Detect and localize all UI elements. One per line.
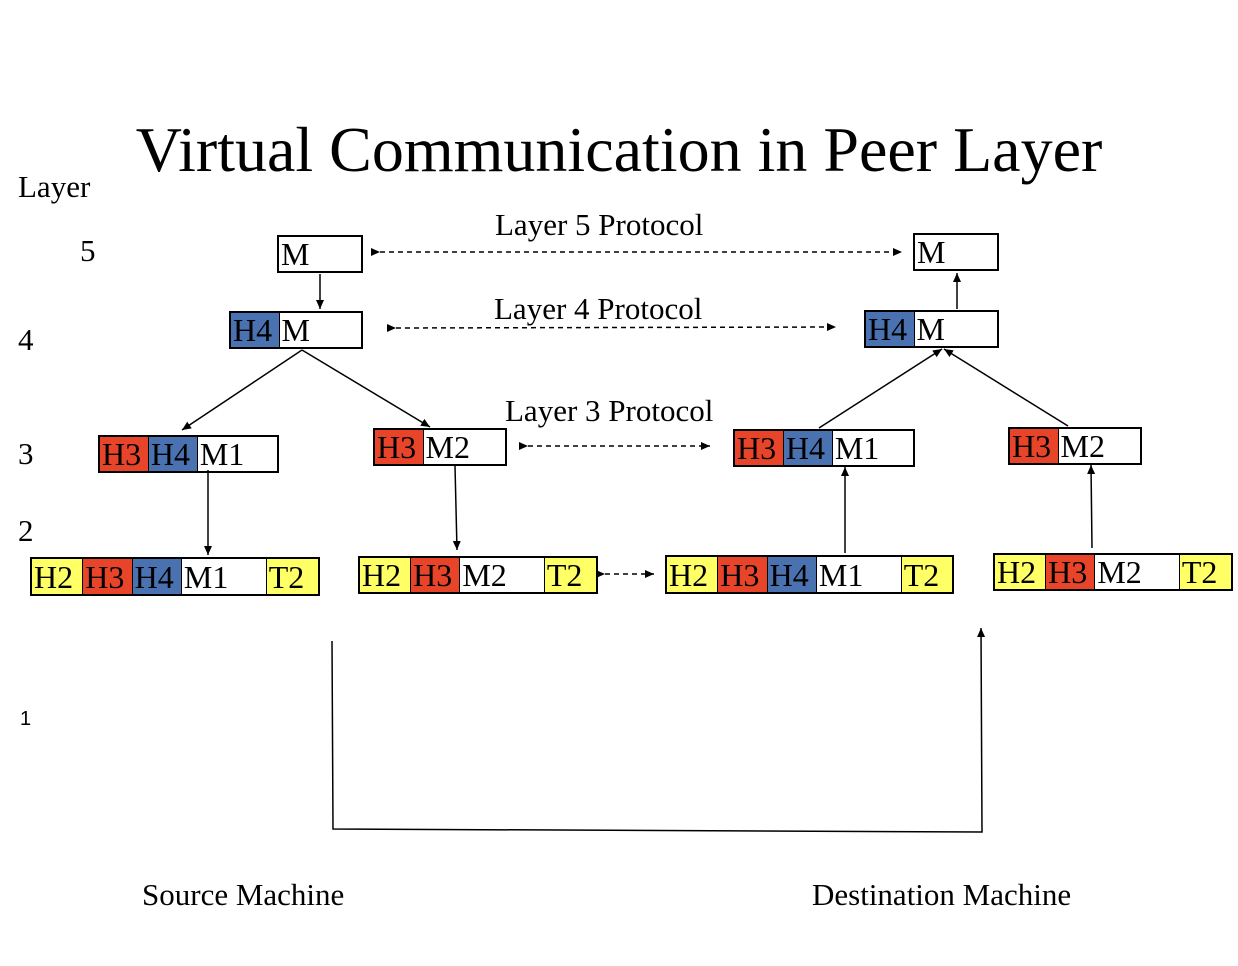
packet-segment-h2: H2 (32, 559, 84, 594)
packet-segment-h4: H4 (767, 557, 817, 592)
destination-machine-label: Destination Machine (812, 877, 1072, 912)
packet-segment-t2: T2 (266, 559, 318, 594)
layer-number-5: 5 (80, 233, 96, 268)
physical-medium-path (331, 627, 986, 833)
layer-number-3: 3 (18, 436, 34, 471)
destination-2b-to-3b-arrow (1087, 464, 1096, 549)
packet-segment-m1: M1 (816, 557, 902, 592)
layer-number-2: 2 (18, 513, 34, 548)
layer4-peer-arrow (386, 323, 837, 333)
packet-segment-h2: H2 (667, 557, 719, 592)
packet-segment-m: M (914, 312, 997, 346)
destination-3b-to-4-arrow (943, 348, 1069, 427)
packet-segment-m: M (279, 313, 361, 347)
layer5-protocol-label: Layer 5 Protocol (495, 207, 704, 242)
packet-segment-h3: H3 (735, 431, 784, 465)
source-4-to-3a-arrow (181, 349, 303, 431)
source-machine-label: Source Machine (142, 877, 345, 912)
packet-segment-h2: H2 (360, 558, 412, 592)
packet-segment-t2: T2 (901, 557, 952, 592)
packet-segment-h3: H3 (100, 437, 149, 471)
packet-segment-h4: H4 (866, 312, 915, 346)
layer-number-1: 1 (20, 708, 32, 730)
layer4-protocol-label: Layer 4 Protocol (494, 291, 703, 326)
packet-segment-m: M (915, 235, 997, 269)
packet-segment-h4: H4 (231, 313, 280, 347)
packet-segment-h4: H4 (148, 437, 198, 471)
packet-segment-m2: M2 (1095, 555, 1180, 589)
packet-segment-h3: H3 (375, 430, 424, 464)
packet-segment-m1: M1 (832, 431, 913, 465)
packet-segment-h3: H3 (411, 558, 461, 592)
layer-axis-label: Layer (18, 169, 91, 204)
packet-segment-m2: M2 (460, 558, 545, 592)
packet-segment-m2: M2 (1058, 429, 1140, 463)
packet-segment-h4: H4 (132, 559, 182, 594)
packet-segment-h3: H3 (1010, 429, 1059, 463)
destination-3a-to-4-arrow (818, 348, 943, 429)
layer3-protocol-label: Layer 3 Protocol (505, 393, 714, 428)
packet-segment-m1: M1 (181, 559, 267, 594)
packet-segment-h3: H3 (83, 559, 133, 594)
packet-segment-h3: H3 (718, 557, 768, 592)
page-title: Virtual Communication in Peer Layer (135, 114, 1103, 185)
packet-segment-m: M (279, 237, 361, 271)
packet-segment-t2: T2 (1179, 555, 1231, 589)
destination-layer5-packet: M (913, 233, 999, 271)
source-layer5-packet: M (277, 235, 363, 273)
packet-segment-t2: T2 (544, 558, 596, 592)
layer-number-4: 4 (18, 322, 34, 357)
source-3b-to-2b-arrow (452, 465, 461, 551)
packet-segment-m1: M1 (197, 437, 277, 471)
source-4-to-3b-arrow (301, 349, 431, 428)
packet-segment-h2: H2 (995, 555, 1047, 589)
packet-segment-h4: H4 (783, 431, 833, 465)
packet-segment-m2: M2 (423, 430, 505, 464)
packet-segment-h3: H3 (1046, 555, 1096, 589)
